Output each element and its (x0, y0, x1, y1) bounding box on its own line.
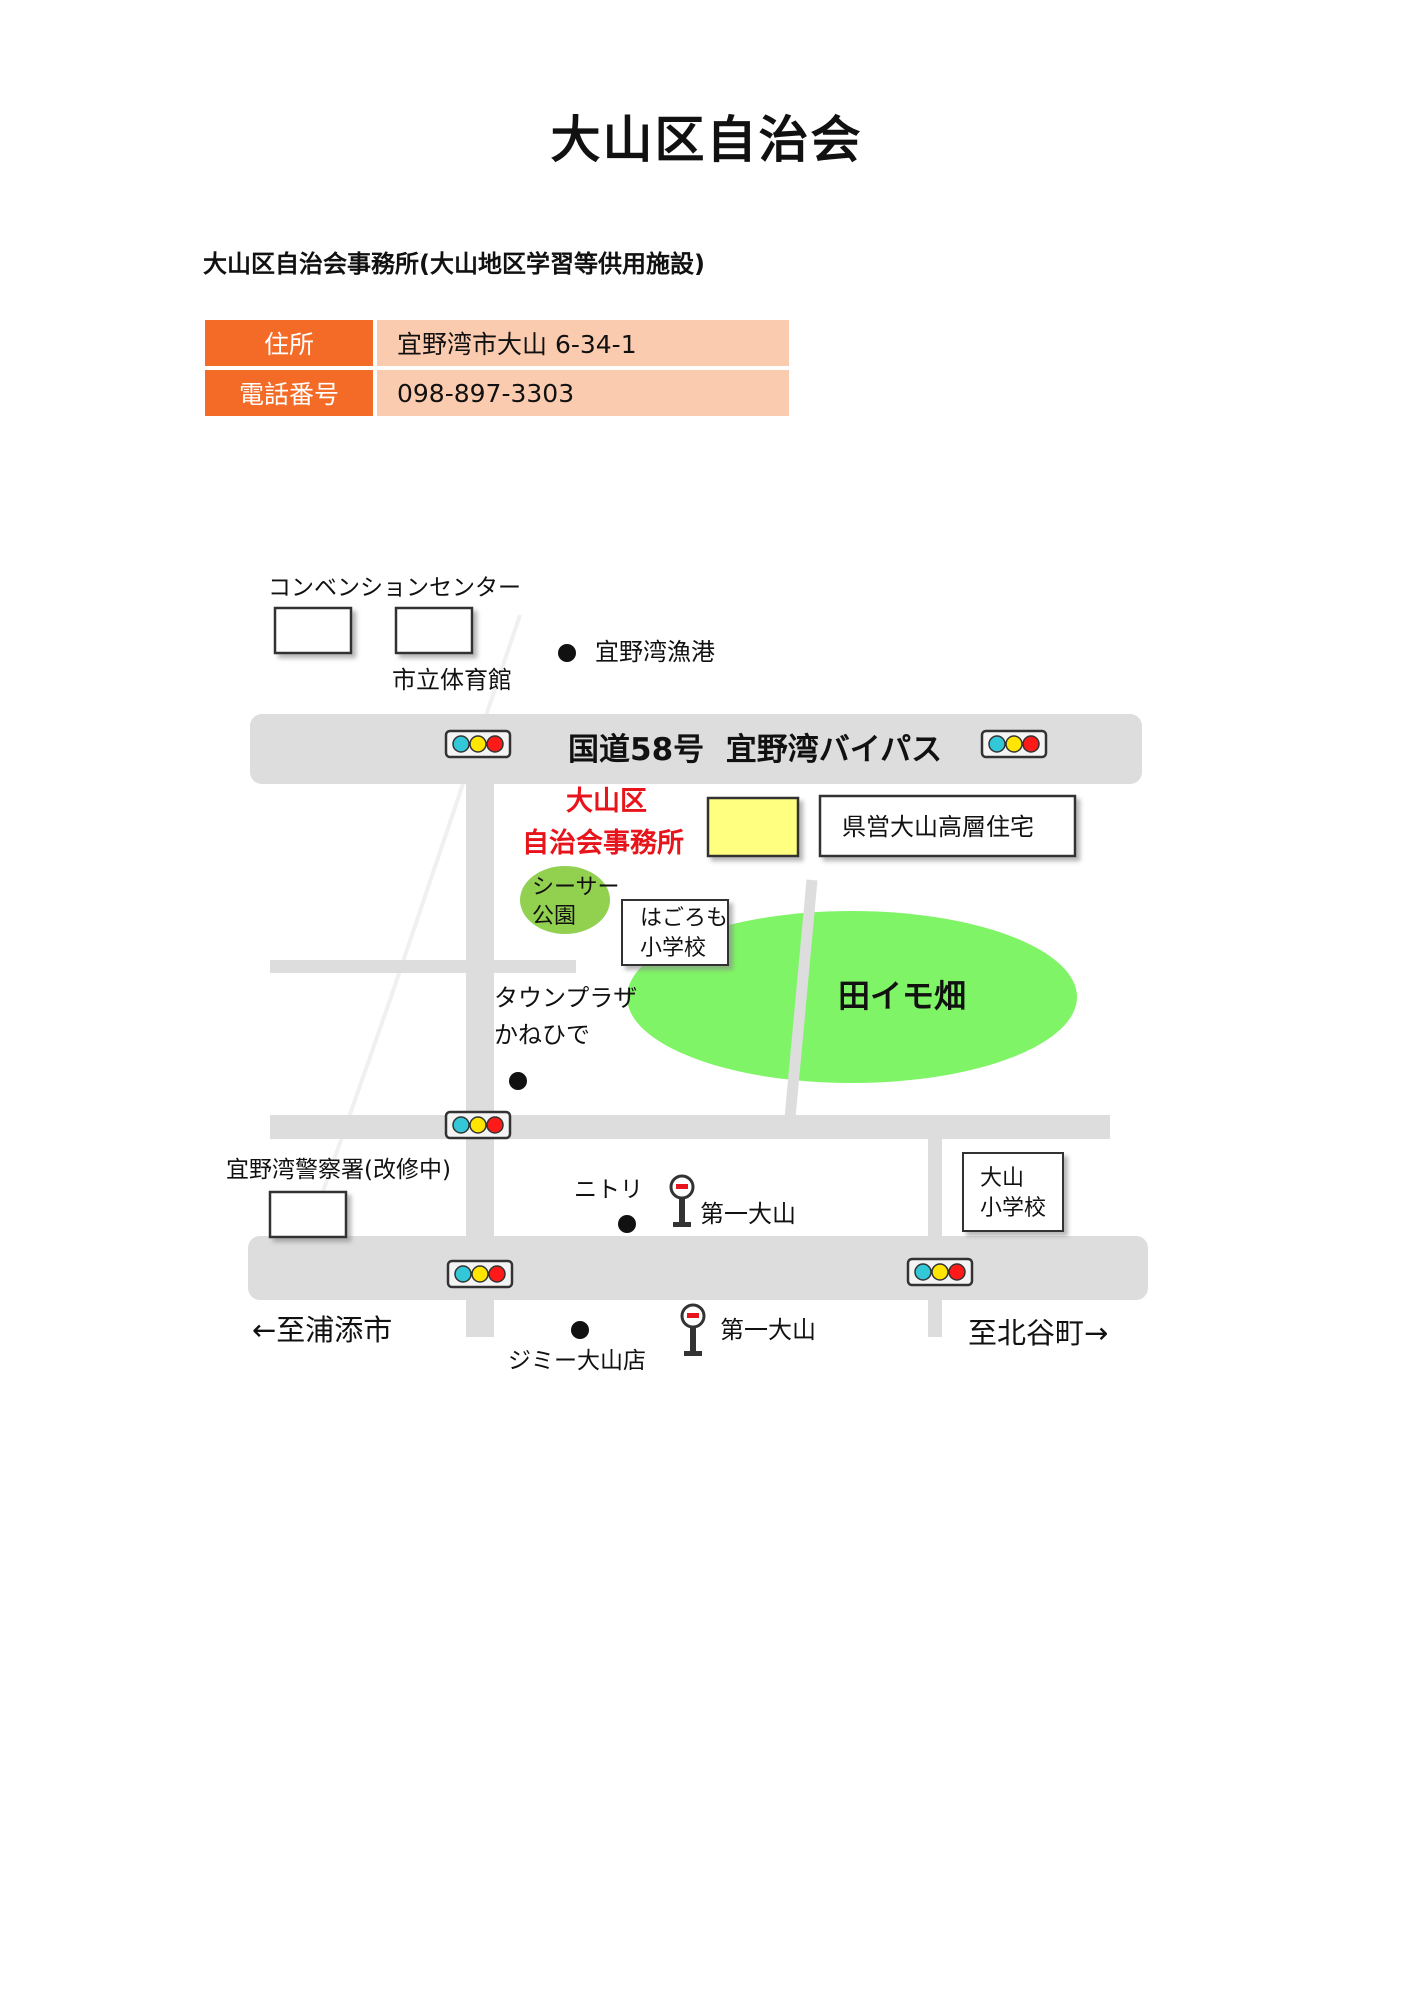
office-label-line1: 大山区 (566, 786, 647, 817)
phone-row: 電話番号 098-897-3303 (205, 370, 789, 416)
bus-stop-icon (669, 1174, 695, 1229)
area-map: コンベンションセンター 市立体育館 宜野湾漁港 国道58号 宜野湾バイパス 大山… (226, 575, 1148, 1374)
field-road (784, 879, 818, 1119)
hagoromo-school-label-line2: 小学校 (640, 936, 706, 961)
middle-road (270, 1115, 1110, 1139)
address-value: 宜野湾市大山 6-34-1 (377, 320, 789, 366)
taro-field-label: 田イモ畑 (838, 977, 966, 1015)
phone-value[interactable]: 098-897-3303 (377, 370, 789, 416)
to-urasoe-label: ←至浦添市 (252, 1313, 392, 1347)
landmark-dot-icon (571, 1321, 589, 1339)
oyama-school-label-line1: 大山 (980, 1166, 1024, 1191)
bus-stop-label-1: 第一大山 (700, 1200, 796, 1228)
address-label: 住所 (205, 320, 377, 366)
traffic-signal-icon (444, 729, 512, 759)
fishing-port-label: 宜野湾漁港 (595, 638, 715, 666)
oyama-school-box (962, 1152, 1064, 1232)
hagoromo-school-label-line1: はごろも (640, 906, 728, 931)
prefectural-housing-label: 県営大山高層住宅 (842, 813, 1034, 841)
traffic-signal-icon (444, 1110, 512, 1140)
landmark-dot-icon (618, 1215, 636, 1233)
to-chatan-label: 至北谷町→ (968, 1316, 1108, 1350)
jimmy-label: ジミー大山店 (508, 1348, 646, 1374)
prefectural-housing-box (818, 794, 1077, 858)
route58-label: 国道58号 宜野湾バイパス (568, 732, 942, 768)
address-row: 住所 宜野湾市大山 6-34-1 (205, 320, 789, 366)
convention-center-building (273, 606, 353, 655)
taro-field (627, 911, 1077, 1083)
convention-center-label: コンベンションセンター (268, 575, 521, 601)
traffic-signal-icon (906, 1257, 974, 1287)
phone-label: 電話番号 (205, 370, 377, 416)
faint-road-line (318, 999, 392, 1201)
office-facility-heading: 大山区自治会事務所(大山地区学習等供用施設) (203, 250, 705, 278)
bus-stop-label-2: 第一大山 (720, 1316, 816, 1344)
landmark-dot-icon (558, 644, 576, 662)
side-road-west (270, 960, 576, 973)
traffic-signal-icon (446, 1259, 514, 1289)
oyama-school-label-line2: 小学校 (980, 1196, 1046, 1221)
office-label-line2: 自治会事務所 (522, 827, 684, 859)
bus-stop-icon (680, 1303, 706, 1358)
police-station-building (268, 1190, 348, 1239)
landmark-dot-icon (509, 1072, 527, 1090)
police-station-label: 宜野湾警察署(改修中) (226, 1157, 451, 1183)
city-gym-label: 市立体育館 (392, 666, 512, 694)
hagoromo-school-box (621, 899, 729, 966)
south-main-road (248, 1236, 1148, 1300)
shisa-park (520, 866, 610, 934)
office-building (706, 796, 800, 858)
nitori-label: ニトリ (574, 1177, 643, 1203)
traffic-signal-icon (980, 729, 1048, 759)
contact-info-table: 住所 宜野湾市大山 6-34-1 電話番号 098-897-3303 (205, 316, 789, 420)
city-gym-building (394, 606, 474, 655)
page-title: 大山区自治会 (550, 111, 863, 169)
faint-road-line (388, 614, 522, 1001)
town-plaza-label-line2: かねひで (494, 1021, 590, 1049)
town-plaza-label-line1: タウンプラザ (494, 984, 637, 1012)
shisa-park-label-line2: 公園 (532, 904, 576, 929)
shisa-park-label-line1: シーサー (532, 875, 620, 900)
